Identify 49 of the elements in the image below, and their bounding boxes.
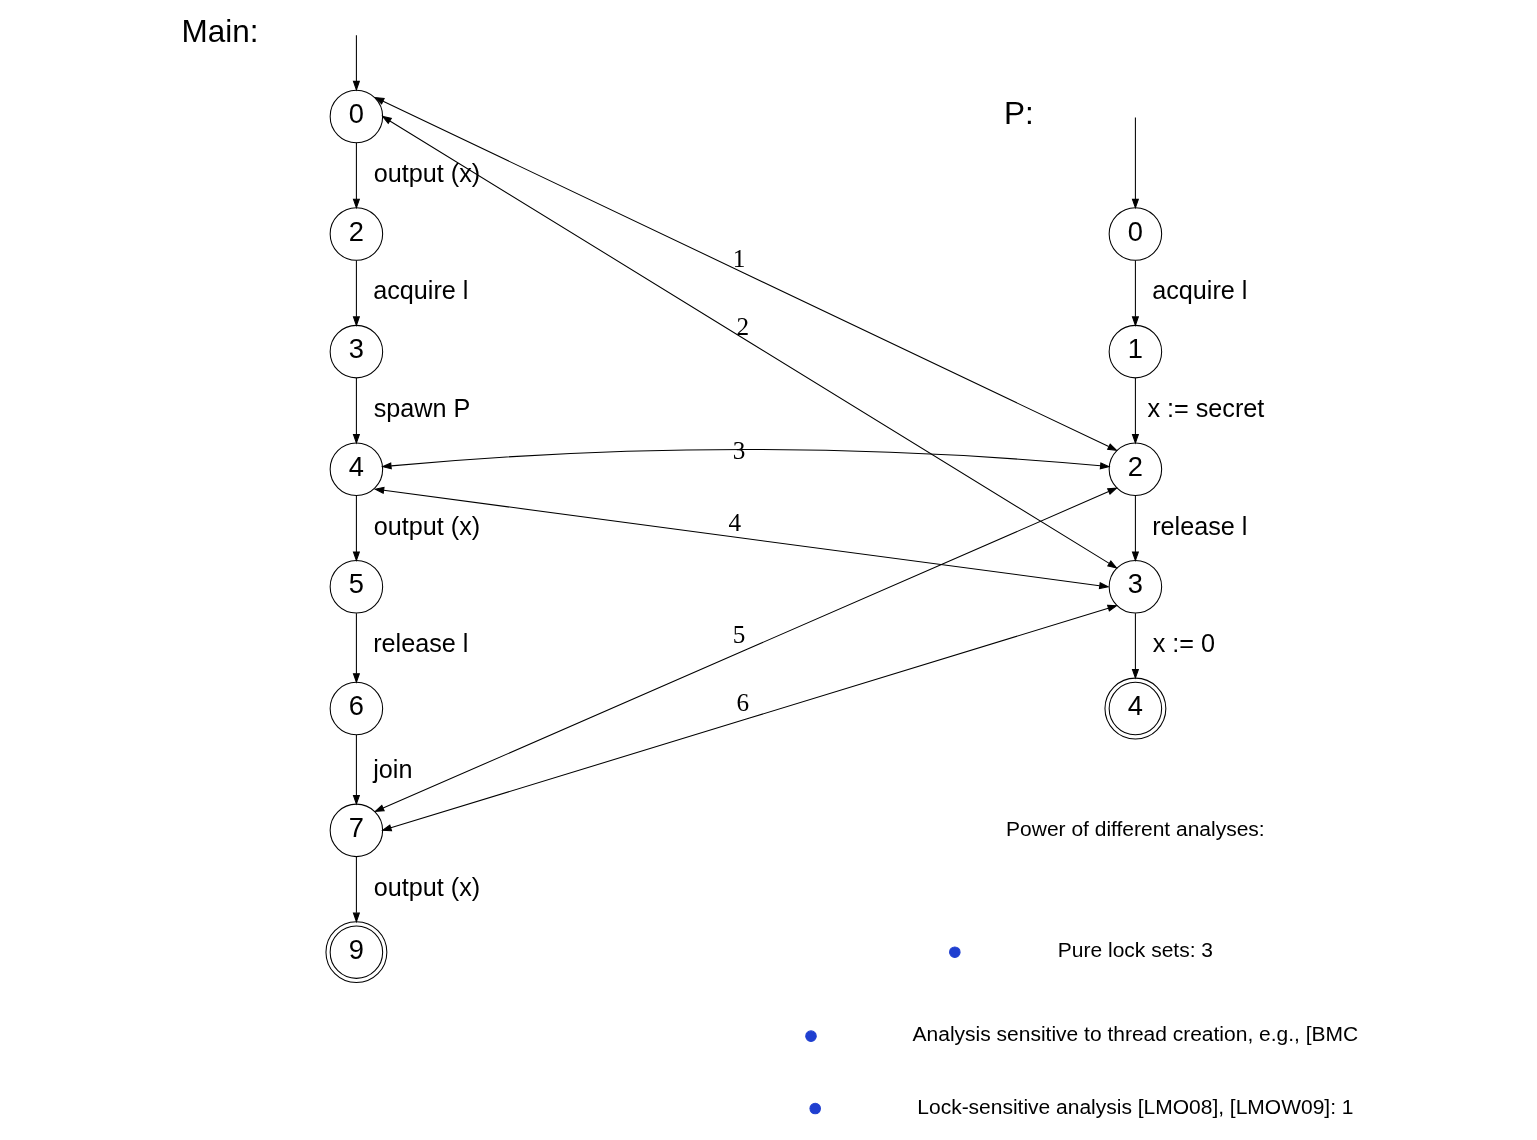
label: P: [1003,95,1034,132]
edge-label: 4 [728,508,741,536]
arrow [352,856,360,924]
edge-label: 2 [735,313,749,341]
arrow [352,495,360,563]
label: Power of different analyses: [1005,816,1265,840]
edge-label: 5 [732,620,745,648]
arrow [380,449,1111,470]
arrow [1131,377,1139,445]
label: Lock-sensitive analysis [LMO08], [LMOW09]: 1 [916,1094,1353,1118]
arrow [1131,259,1139,327]
node-circle: 6 [329,681,383,736]
edge-label: release l [1151,511,1247,540]
arrow [1131,117,1139,210]
edge-label: acquire l [372,276,468,305]
edge-label: output (x) [373,511,480,540]
edge-label: 6 [735,688,749,716]
node-circle: 0 [1108,207,1162,261]
arrow [373,487,1118,813]
arrow [352,734,360,806]
edge-label: acquire l [1151,276,1247,305]
edge-label: output (x) [373,872,480,901]
edge-label: 1 [732,244,745,272]
arrow [1131,495,1139,563]
edge-label: spawn P [373,393,470,422]
label: Pure lock sets: 3 [1057,938,1213,962]
arrow [352,34,360,92]
arrow [373,96,1118,451]
arrow [352,377,360,445]
node-circle: 2 [329,207,383,261]
node-circle: 9 [324,921,387,984]
arrow [352,259,360,327]
edge-label: x := secret [1146,393,1264,422]
edge-label: output (x) [373,158,480,187]
arrow [352,142,360,210]
node-circle: 4 [1103,677,1166,740]
arrow [380,115,1118,569]
edge-label: x := 0 [1152,629,1215,658]
arrow [380,604,1118,832]
arrow [1131,612,1139,680]
node-circle: 3 [329,324,383,379]
edge-label: join [372,755,412,784]
label: Main: [180,12,258,49]
label: Analysis sensitive to thread creation, e.g., [BMC [912,1022,1358,1046]
edge-label: release l [372,629,468,658]
node-circle: 1 [1108,324,1162,379]
arrow [373,486,1110,590]
node-circle: 5 [329,560,383,614]
arrow [352,612,360,684]
